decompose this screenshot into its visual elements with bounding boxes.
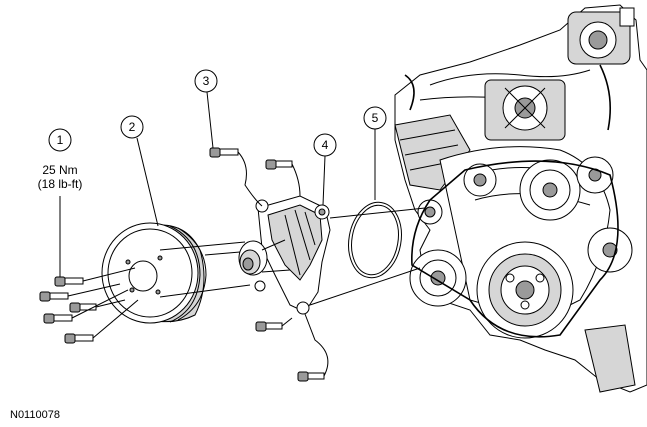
pump-bolt-bottom xyxy=(297,371,325,382)
water-pump-gasket xyxy=(348,201,402,279)
pump-bolts xyxy=(209,147,325,382)
engine-upper-pulley xyxy=(519,159,581,221)
callout-2 xyxy=(120,115,159,227)
callout-4-number: 4 xyxy=(322,138,329,152)
ac-compressor-pulley xyxy=(409,249,467,307)
tensioner-pulley xyxy=(576,156,614,194)
pump-bolt-top xyxy=(209,147,239,158)
callout-1 xyxy=(48,128,72,277)
pump-mount-boss xyxy=(417,199,443,225)
lower-right-pulley xyxy=(587,227,633,273)
pump-bolt-lower-left xyxy=(255,321,283,332)
throttle-body xyxy=(567,7,635,65)
callout-3-number: 3 xyxy=(203,74,210,88)
callout-3 xyxy=(194,69,218,149)
alignment-lines xyxy=(67,151,426,377)
callout-5-number: 5 xyxy=(372,111,379,125)
torque-spec-nm: 25 Nm xyxy=(42,163,77,177)
pulley-bolt-1 xyxy=(54,276,84,287)
pulley-bolt-2 xyxy=(39,291,69,302)
callout-4 xyxy=(313,133,337,206)
water-pump-pulley xyxy=(101,222,207,324)
pump-bolt-upper-right xyxy=(265,159,293,170)
callout-5 xyxy=(363,106,387,200)
crankshaft-damper xyxy=(476,241,574,339)
pulley-bolt-4 xyxy=(64,333,94,344)
pulley-bolt-3 xyxy=(43,313,73,324)
engine-assembly xyxy=(394,4,647,393)
figure-id: N0110078 xyxy=(10,409,60,421)
torque-spec-lbft: (18 lb-ft) xyxy=(38,177,83,191)
idler-pulley xyxy=(463,163,497,197)
callout-2-number: 2 xyxy=(129,120,136,134)
water-pump xyxy=(238,195,331,315)
callout-1-number: 1 xyxy=(57,133,64,147)
